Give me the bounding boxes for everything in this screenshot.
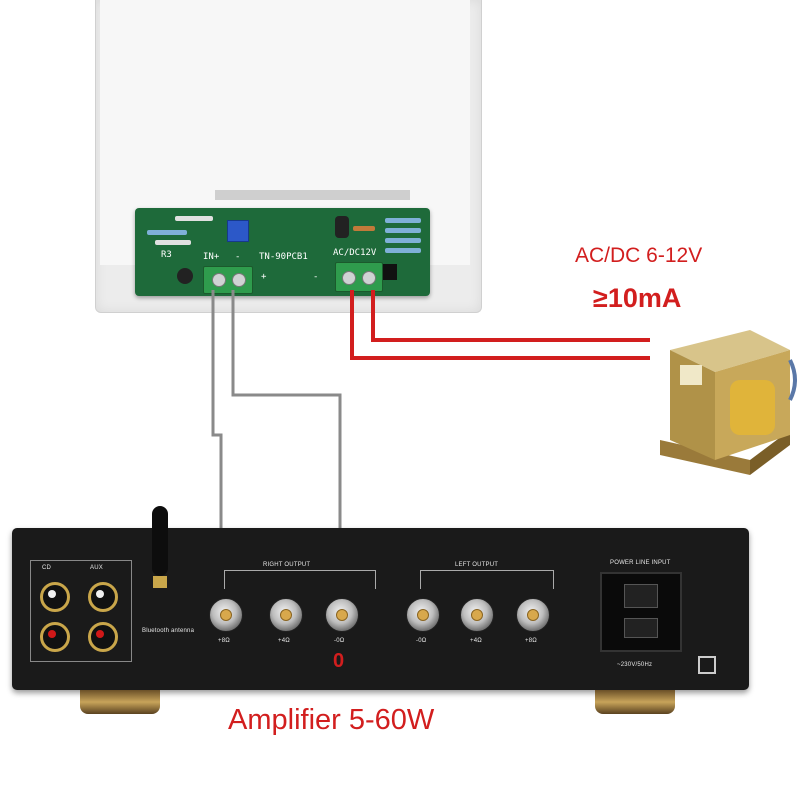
enclosure-slot [215,190,410,200]
antenna-label: Bluetooth antenna [142,628,195,634]
amplifier-title: Amplifier 5-60W [228,704,435,736]
iec-socket [624,584,658,608]
resistor [385,248,421,253]
power-input-label: POWER LINE INPUT [610,560,671,566]
double-insulation-icon [698,656,716,674]
left-0ohm-post [406,598,440,632]
capacitor [335,216,349,238]
right-term-label: +4Ω [278,638,290,644]
pcb-input-label: IN+ [203,252,220,262]
pcb-power-label: AC/DC12V [333,248,377,258]
antenna-connector [153,576,167,588]
left-term-label: +4Ω [470,638,482,644]
diode [175,216,213,221]
amplifier-rear-panel: Bluetooth antenna CD AUX RIGHT OUTPUT +8… [12,506,749,690]
right-term-label: +8Ω [218,638,230,644]
cd-label: CD [42,565,52,571]
transformer-current-label: ≥10mA [593,283,682,313]
terminal-screw [362,271,376,285]
resistor [385,228,421,233]
voltage-rating-label: ~230V/50Hz [617,662,653,668]
amplifier-foot-left [80,690,160,714]
left-output-bracket [420,570,554,589]
right-term-label: -0Ω [334,638,345,644]
aux-right-jack [88,622,118,652]
transformer-voltage-label: AC/DC 6-12V [575,244,703,267]
right-8ohm-post [209,598,243,632]
transistor [383,264,397,280]
pcb-ref-r3: R3 [161,250,172,260]
pcb-plus-mark: + [261,272,267,282]
resistor [353,226,375,231]
pcb-input-minus: - [235,252,241,262]
cd-left-jack [40,582,70,612]
input-panel-box [30,560,132,662]
potentiometer [227,220,249,242]
resistor [147,230,187,235]
right-output-label: RIGHT OUTPUT [260,562,314,568]
amplifier-foot-right [595,690,675,714]
resistor [385,218,421,223]
input-terminal-block [203,266,253,294]
left-output-label: LEFT OUTPUT [452,562,502,568]
left-8ohm-post [516,598,550,632]
transformer-image [660,330,797,475]
fuse-holder [624,618,658,638]
terminal-screw [212,273,226,287]
ground-terminal-marker: 0 [333,650,345,672]
pcb-board-label: TN-90PCB1 [259,252,308,262]
antenna-icon [152,506,168,576]
right-4ohm-post [269,598,303,632]
aux-left-jack [88,582,118,612]
aux-label: AUX [90,565,103,571]
pcb-minus-mark: - [313,272,319,282]
terminal-screw [342,271,356,285]
terminal-screw [232,273,246,287]
capacitor [177,268,193,284]
pcb-board: R3 IN+ - TN-90PCB1 AC/DC12V + - [135,208,430,296]
right-output-bracket [224,570,376,589]
cd-right-jack [40,622,70,652]
power-inlet [600,572,682,652]
left-4ohm-post [460,598,494,632]
resistor [385,238,421,243]
diode [155,240,191,245]
right-0ohm-post [325,598,359,632]
left-term-label: -0Ω [416,638,427,644]
power-terminal-block [335,262,383,292]
left-term-label: +8Ω [525,638,537,644]
